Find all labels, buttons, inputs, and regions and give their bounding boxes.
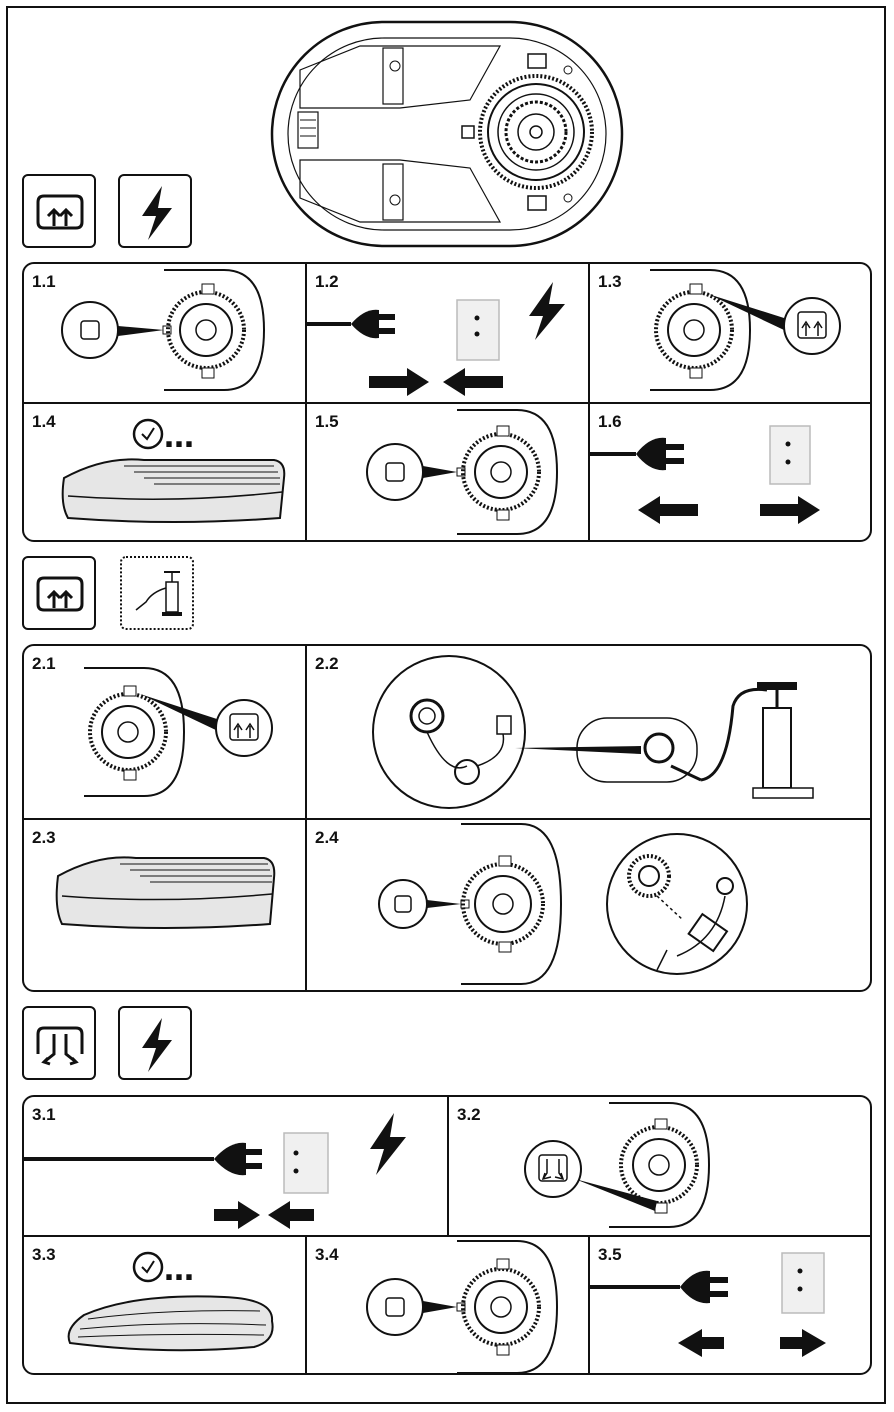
waiting-dots: … [164, 1253, 196, 1288]
step-number: 1.5 [315, 412, 339, 431]
waiting-dots: … [164, 420, 196, 455]
valve-dial-icon [524, 1102, 711, 1228]
plug-connect-illustration [24, 1113, 406, 1229]
step-3-3: 3.3 … [24, 1237, 305, 1373]
step-3-2: 3.2 [449, 1097, 870, 1235]
step-3-4: 3.4 [307, 1237, 588, 1373]
step-1-2: 1.2 [307, 264, 588, 402]
step-2-2: 2.2 [307, 646, 870, 818]
section3-panel: 3.1 3.2 3.3 [22, 1095, 872, 1375]
step-1-3: 1.3 [590, 264, 870, 402]
pump-overview-diagram [270, 20, 624, 248]
step-1-5: 1.5 [307, 404, 588, 540]
section1-panel: 1.1 1.2 1.3 [22, 262, 872, 542]
power-icon [118, 1006, 192, 1080]
deflate-mode-icon [22, 1006, 96, 1080]
step-number: 1.2 [315, 272, 339, 291]
mattress-icon [61, 458, 286, 523]
step-3-1: 3.1 [24, 1097, 447, 1235]
valve-dial-icon [650, 269, 841, 391]
plug-disconnect-illustration [590, 1252, 826, 1357]
step-number: 3.4 [315, 1245, 339, 1264]
plug-disconnect-illustration [590, 425, 820, 524]
hand-pump-connection-illustration [372, 655, 814, 809]
step-2-4: 2.4 [307, 820, 870, 990]
step-number: 2.2 [315, 654, 339, 673]
hand-pump-icon [120, 556, 194, 630]
step-number: 1.4 [32, 412, 56, 431]
step-1-6: 1.6 [590, 404, 870, 540]
mattress-icon [55, 856, 276, 929]
step-number: 2.4 [315, 828, 339, 847]
valve-dial-icon [366, 409, 559, 535]
valve-dial-icon [378, 823, 748, 985]
power-icon [118, 174, 192, 248]
step-number: 1.6 [598, 412, 622, 431]
step-2-3: 2.3 [24, 820, 305, 990]
step-1-4: 1.4 … [24, 404, 305, 540]
valve-dial-icon [84, 667, 273, 797]
step-number: 3.2 [457, 1105, 481, 1124]
plug-connect-illustration [307, 282, 565, 396]
clock-icon [132, 418, 164, 450]
step-number: 3.5 [598, 1245, 622, 1264]
step-number: 2.3 [32, 828, 56, 847]
clock-icon [132, 1251, 164, 1283]
section2-panel: 2.1 2.2 [22, 644, 872, 992]
inflate-mode-icon [22, 174, 96, 248]
step-number: 1.1 [32, 272, 56, 291]
step-1-1: 1.1 [24, 264, 305, 402]
deflated-mattress-icon [67, 1295, 274, 1352]
step-number: 3.1 [32, 1105, 56, 1124]
inflate-mode-icon [22, 556, 96, 630]
valve-dial-icon [366, 1240, 559, 1373]
step-3-5: 3.5 [590, 1237, 870, 1373]
valve-dial-icon [61, 269, 266, 391]
step-number: 1.3 [598, 272, 622, 291]
step-number: 2.1 [32, 654, 56, 673]
page-frame [6, 6, 886, 1404]
step-2-1: 2.1 [24, 646, 305, 818]
step-number: 3.3 [32, 1245, 56, 1264]
